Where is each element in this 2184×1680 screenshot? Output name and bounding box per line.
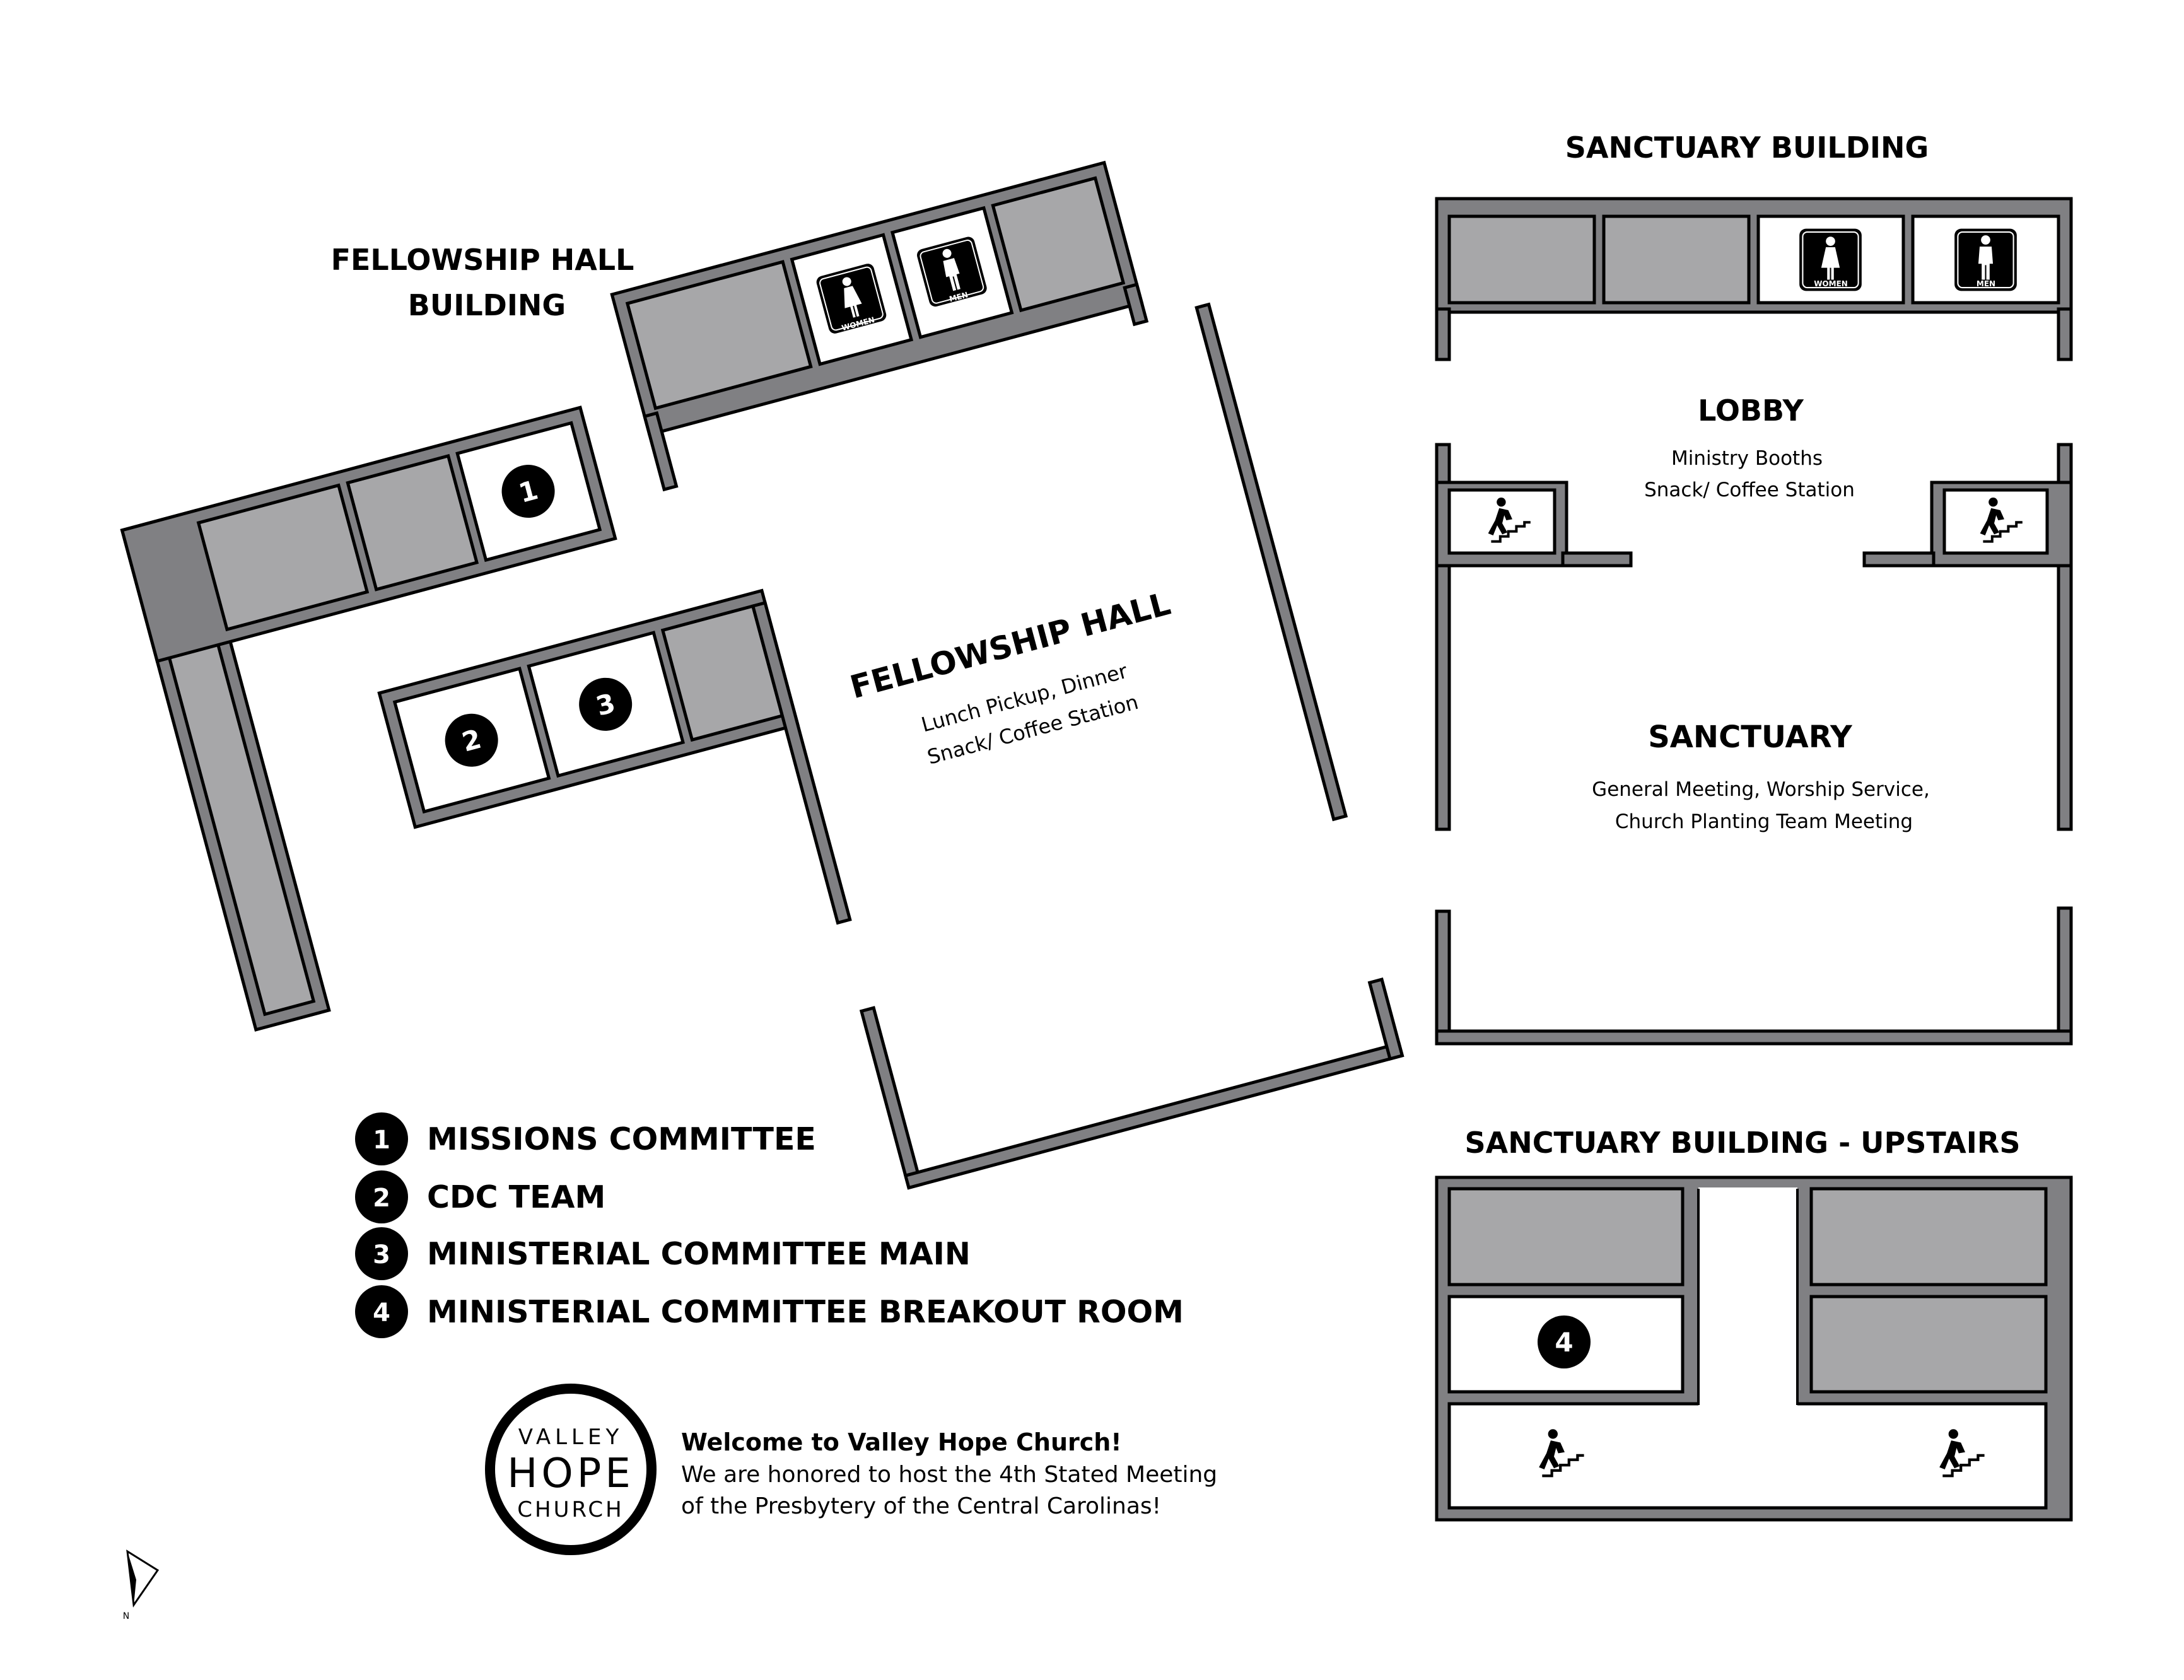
sanctuary-women-restroom-icon: WOMEN bbox=[1799, 228, 1862, 292]
sanctuary-building-title: SANCTUARY BUILDING bbox=[1565, 131, 1929, 165]
legend-item: 3 MINISTERIAL COMMITTEE MAIN bbox=[355, 1227, 971, 1280]
svg-text:CHURCH: CHURCH bbox=[517, 1497, 624, 1522]
church-logo: VALLEY HOPE CHURCH bbox=[485, 1384, 657, 1555]
room-badge-3: 3 bbox=[579, 677, 633, 731]
sanctuary-lower-west-wall bbox=[1435, 909, 1451, 1046]
hall-east-wall bbox=[1194, 302, 1348, 822]
legend: 1 MISSIONS COMMITTEE 2 CDC TEAM 3 MINIST… bbox=[355, 1112, 1184, 1338]
upstairs-room-nw bbox=[1447, 1187, 1685, 1286]
fellowship-building-title-line2: BUILDING bbox=[408, 288, 566, 322]
legend-label: MINISTERIAL COMMITTEE BREAKOUT ROOM bbox=[427, 1294, 1184, 1330]
sanctuary-title: SANCTUARY bbox=[1648, 720, 1853, 755]
legend-item: 4 MINISTERIAL COMMITTEE BREAKOUT ROOM bbox=[355, 1285, 1184, 1338]
svg-text:VALLEY: VALLEY bbox=[518, 1425, 623, 1450]
svg-text:HOPE: HOPE bbox=[507, 1450, 634, 1497]
upstairs-room-e bbox=[1809, 1295, 2048, 1394]
sanctuary-upstairs: SANCTUARY BUILDING - UPSTAIRS 4 bbox=[1435, 1126, 2073, 1522]
legend-number-badge bbox=[355, 1285, 408, 1338]
legend-label: MISSIONS COMMITTEE bbox=[427, 1121, 816, 1157]
legend-number-badge bbox=[355, 1112, 408, 1165]
hall-south-wall bbox=[903, 1041, 1404, 1190]
restroom-wing-room-gray bbox=[625, 260, 813, 411]
sanctuary-south-wall bbox=[1435, 1029, 2073, 1046]
legend-item: 2 CDC TEAM bbox=[355, 1170, 605, 1223]
room-badge-2: 2 bbox=[445, 713, 498, 767]
hall-west-wall bbox=[750, 600, 852, 925]
fellowship-hall-building: WOMEN MEN 1 2 3 FELLOWSHIP HALL Lunch Pi… bbox=[120, 160, 1404, 1190]
legend-item: 1 MISSIONS COMMITTEE bbox=[355, 1112, 816, 1165]
north-label: N bbox=[123, 1611, 129, 1621]
svg-text:4: 4 bbox=[1555, 1327, 1573, 1358]
lobby-stairs-east[interactable] bbox=[1942, 488, 2049, 555]
room-badge-1: 1 bbox=[501, 465, 555, 518]
svg-text:1: 1 bbox=[373, 1126, 390, 1155]
svg-text:4: 4 bbox=[373, 1298, 390, 1327]
north-wing-room-b bbox=[346, 453, 479, 592]
svg-text:MEN: MEN bbox=[1977, 279, 1995, 288]
welcome-line1: We are honored to host the 4th Stated Me… bbox=[681, 1462, 1217, 1488]
upstairs-corridor bbox=[1698, 1187, 1797, 1408]
upstairs-room-ne bbox=[1809, 1187, 2048, 1286]
restroom-wing-stub-west bbox=[643, 411, 679, 492]
restroom-wing-stub-east bbox=[1123, 283, 1149, 327]
fellowship-hall-title: FELLOWSHIP HALL bbox=[846, 585, 1174, 706]
restroom-wing-room-gray-east bbox=[991, 176, 1126, 313]
north-arrow-icon: N bbox=[123, 1549, 160, 1621]
sanctuary-uses-line1: General Meeting, Worship Service, bbox=[1592, 778, 1930, 801]
lobby-east-ledge bbox=[1862, 551, 1936, 568]
hall-west-wall-lower bbox=[859, 1006, 923, 1190]
lobby-uses-line1: Ministry Booths bbox=[1671, 447, 1823, 470]
sanctuary-top-room-a bbox=[1447, 214, 1596, 305]
room-badge-4: 4 bbox=[1538, 1315, 1591, 1368]
sanctuary-men-restroom-icon: MEN bbox=[1954, 228, 2018, 292]
upstairs-hallway bbox=[1447, 1402, 2048, 1510]
legend-label: CDC TEAM bbox=[427, 1179, 605, 1215]
svg-text:3: 3 bbox=[373, 1240, 390, 1269]
lobby-west-ledge bbox=[1561, 551, 1633, 568]
legend-label: MINISTERIAL COMMITTEE MAIN bbox=[427, 1236, 971, 1272]
svg-text:WOMEN: WOMEN bbox=[1814, 279, 1848, 288]
welcome-message: Welcome to Valley Hope Church! We are ho… bbox=[681, 1428, 1217, 1519]
hall-southeast-stub bbox=[1367, 977, 1404, 1061]
welcome-heading: Welcome to Valley Hope Church! bbox=[681, 1428, 1122, 1456]
svg-text:2: 2 bbox=[373, 1184, 390, 1213]
legend-number-badge bbox=[355, 1170, 408, 1223]
sanctuary-uses-line2: Church Planting Team Meeting bbox=[1615, 810, 1913, 833]
sanctuary-lower-east-wall bbox=[2057, 906, 2073, 1046]
upstairs-title: SANCTUARY BUILDING - UPSTAIRS bbox=[1465, 1126, 2021, 1160]
sanctuary-top-stub-west bbox=[1435, 307, 1451, 361]
lobby-title: LOBBY bbox=[1698, 394, 1804, 428]
fellowship-building-title-line1: FELLOWSHIP HALL bbox=[331, 243, 634, 277]
legend-number-badge bbox=[355, 1227, 408, 1280]
sanctuary-building: SANCTUARY BUILDING WOMEN MEN LOBBY Minis… bbox=[1435, 131, 2073, 1046]
sanctuary-top-stub-east bbox=[2057, 307, 2073, 361]
welcome-line2: of the Presbytery of the Central Carolin… bbox=[681, 1493, 1161, 1519]
sanctuary-top-room-b bbox=[1602, 214, 1751, 305]
north-wing-room-a bbox=[196, 483, 370, 632]
lobby-uses-line2: Snack/ Coffee Station bbox=[1644, 479, 1855, 501]
